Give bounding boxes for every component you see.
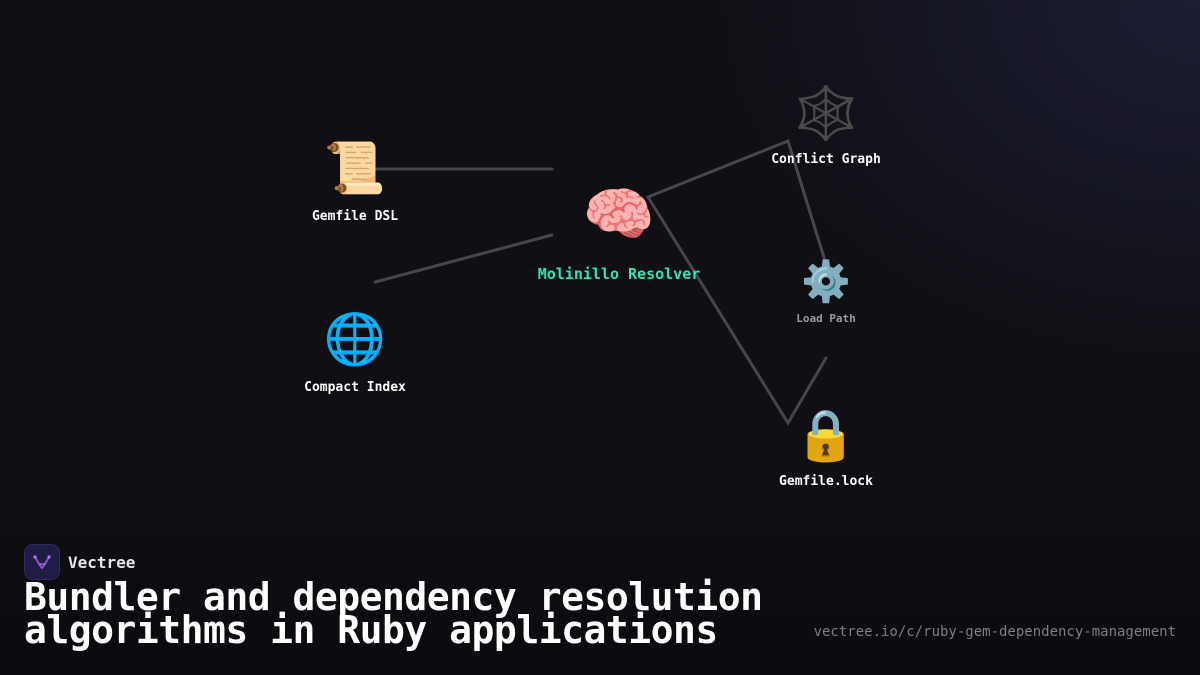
edge-resolver-conflict-graph-load-path (646, 139, 828, 266)
spider-web-icon: 🕸️ (793, 84, 859, 144)
lock-icon: 🔒 (794, 406, 858, 464)
page-title: Bundler and dependency resolution algori… (24, 575, 763, 652)
brand-name: Vectree (68, 552, 136, 572)
node-label: Gemfile DSL (311, 209, 399, 224)
source-url[interactable]: vectree.io/c/ruby-gem-dependency-managem… (813, 624, 1176, 640)
scroll-icon: 📜 (323, 139, 387, 197)
node-label: Compact Index (304, 380, 406, 395)
node-gemfile-lock: 🔒 Gemfile.lock (779, 410, 873, 489)
gear-icon: ⚙️ (801, 259, 851, 305)
node-label: Gemfile.lock (779, 474, 873, 489)
edge-resolver-gemfile-lock-load-path (646, 195, 828, 426)
node-conflict-graph: 🕸️ Conflict Graph (771, 88, 881, 167)
node-load-path: ⚙️ Load Path (796, 262, 856, 325)
node-molinillo-resolver: 🧠 Molinillo Resolver (538, 185, 701, 283)
brand: Vectree (24, 544, 135, 580)
brain-icon: 🧠 (582, 180, 656, 248)
vectree-logo-icon (24, 544, 60, 580)
node-label-resolver: Molinillo Resolver (537, 265, 701, 283)
node-label: Conflict Graph (771, 152, 881, 167)
globe-icon: 🌐 (323, 310, 387, 368)
node-gemfile-dsl: 📜 Gemfile DSL (312, 143, 398, 224)
node-label: Load Path (796, 312, 856, 325)
node-compact-index: 🌐 Compact Index (304, 314, 406, 395)
edge-compact-index-to-resolver (373, 233, 554, 284)
